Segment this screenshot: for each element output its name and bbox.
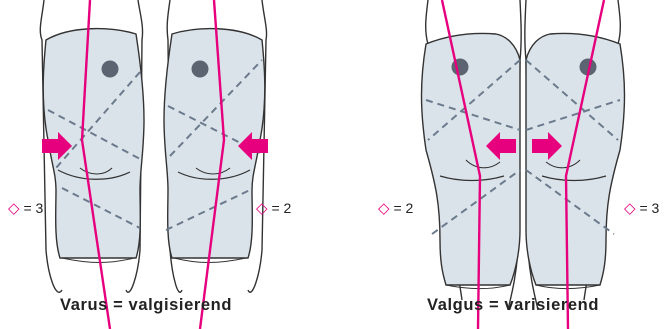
- valgus-caption: Valgus = varisierend: [427, 296, 599, 315]
- right-pad-dot: [192, 61, 209, 78]
- varus-left-mark: ◇ = 3: [8, 199, 43, 217]
- left-knee-brace-valgus: [422, 33, 521, 285]
- right-knee-brace-valgus: [526, 33, 625, 285]
- varus-caption: Varus = valgisierend: [60, 296, 232, 315]
- varus-right-mark: ◇ = 2: [256, 199, 291, 217]
- valgus-arrows: [486, 132, 562, 160]
- valgus-left-mark: ◇ = 2: [378, 199, 413, 217]
- left-pad-dot: [102, 61, 119, 78]
- valgus-right-mark: ◇ = 3: [624, 199, 659, 217]
